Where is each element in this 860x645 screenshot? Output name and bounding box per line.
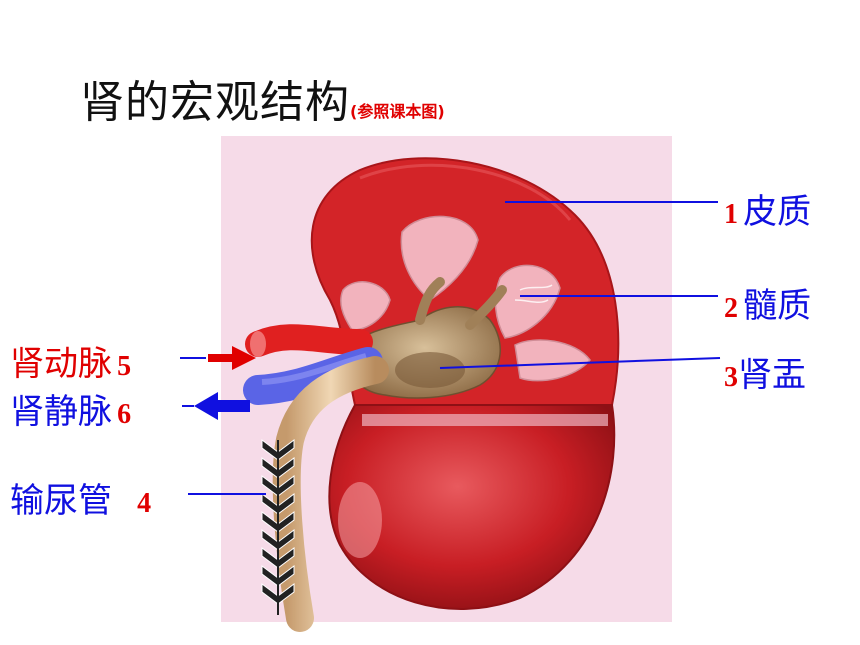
label-ureter-text: 输尿管 [10,481,112,521]
title-subtitle: (参照课本图) [350,102,445,121]
kidney-lower-lobe [328,404,616,610]
leader-pelvis [439,357,721,369]
ureter [272,356,389,632]
label-pelvis-text: 肾盂 [738,355,806,395]
label-pelvis: 3肾盂 [724,347,806,396]
label-artery-number: 5 [117,351,132,382]
title-main: 肾的宏观结构 [80,77,350,128]
label-medulla: 2 髓质 [724,278,811,327]
medulla-pyramid-4 [514,339,591,382]
label-cortex-text: 皮质 [743,192,812,232]
label-ureter-number: 4 [137,488,152,519]
artery-inflow-arrow [208,346,256,370]
label-cortex: 1 皮质 [724,184,811,233]
label-vein: 肾静脉 6 [10,384,131,433]
label-cortex-number: 1 [724,199,738,230]
label-medulla-number: 2 [724,293,738,324]
medulla-pyramid-3 [340,281,391,331]
renal-artery [245,324,373,357]
label-medulla-text: 髓质 [743,286,812,326]
label-pelvis-number: 3 [724,362,738,393]
medulla-pyramid-1 [400,215,479,301]
label-artery: 肾动脉 5 [10,336,131,385]
label-vein-text: 肾静脉 [10,392,112,432]
vein-outflow-arrow [194,392,250,420]
label-artery-text: 肾动脉 [10,344,112,384]
label-vein-number: 6 [117,399,132,430]
page-title: 肾的宏观结构(参照课本图) [80,66,445,130]
label-ureter: 输尿管 4 [10,473,151,522]
